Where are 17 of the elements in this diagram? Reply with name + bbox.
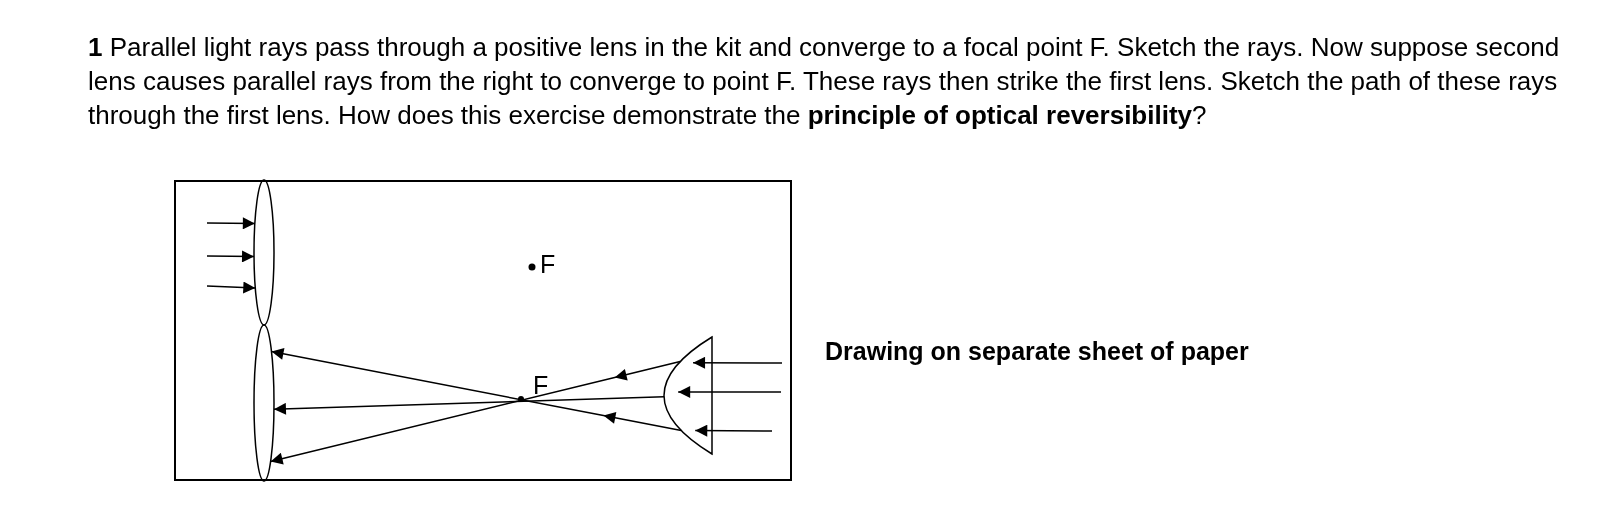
note-text: Drawing on separate sheet of paper: [825, 337, 1249, 366]
question-text: 1 Parallel light rays pass through a positive lens in the kit and converge to a focal point F. Sketch the rays. Now suppose second lens causes parallel rays from the right to converge to point F. These rays then strike the first lens. Sketch the path of these rays through the first lens. How does this exercise demonstrate the principle of optical reversibility?: [88, 31, 1561, 132]
plano-convex-lens: [663, 337, 713, 454]
diagram-frame: [174, 180, 792, 481]
incoming-ray-arrow: [692, 356, 783, 369]
focal-point-label: F: [533, 371, 549, 400]
light-ray-arrow: [273, 395, 665, 415]
light-ray-arrow: [269, 360, 681, 465]
focal-point-label: F: [540, 250, 556, 279]
incoming-ray-arrow: [206, 281, 257, 294]
incoming-ray-arrow: [694, 424, 773, 437]
incoming-ray-arrow: [206, 250, 255, 263]
incoming-ray-arrow: [206, 217, 256, 230]
incoming-ray-arrow: [677, 386, 782, 398]
lens-ellipse: [253, 180, 275, 325]
lens-ellipse: [253, 325, 275, 481]
light-ray-arrow: [270, 348, 683, 432]
